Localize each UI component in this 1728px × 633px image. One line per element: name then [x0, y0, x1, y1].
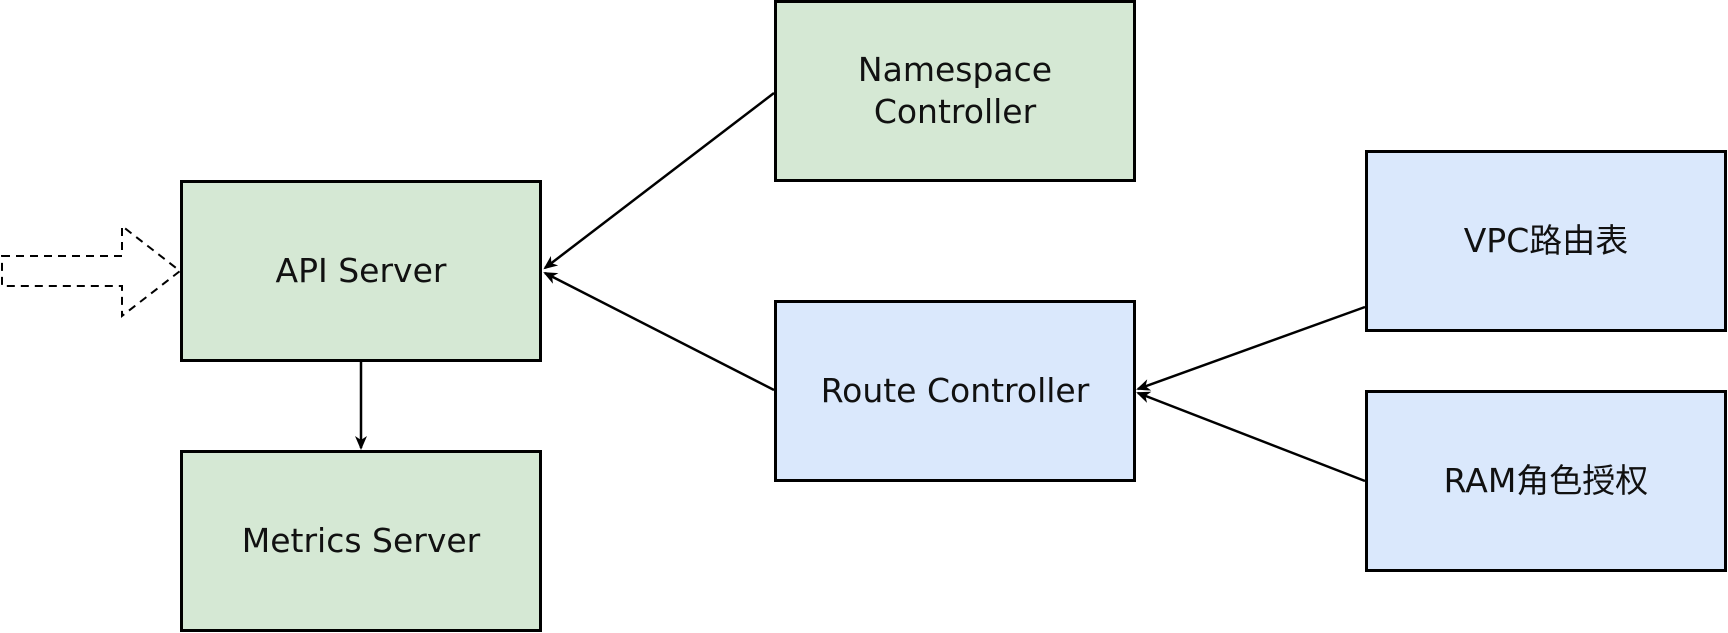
external-input-arrow: [1, 223, 182, 319]
edge-vpc-route-table-to-route-controller: [1136, 305, 1366, 391]
edge-namespace-controller-to-api-server: [543, 92, 775, 270]
ram-role-authorization-label: RAM角色授权: [1443, 461, 1649, 500]
api-server-label: API Server: [275, 251, 447, 290]
api-server-node[interactable]: API Server: [180, 180, 542, 362]
vpc-route-table-label: VPC路由表: [1463, 221, 1629, 260]
edge-route-controller-to-api-server: [543, 271, 775, 392]
metrics-server-node[interactable]: Metrics Server: [180, 450, 542, 632]
route-controller-node[interactable]: Route Controller: [774, 300, 1136, 482]
namespace-controller-label: Namespace Controller: [857, 50, 1053, 131]
namespace-controller-node[interactable]: Namespace Controller: [774, 0, 1136, 182]
metrics-server-label: Metrics Server: [241, 521, 481, 560]
vpc-route-table-node[interactable]: VPC路由表: [1365, 150, 1727, 332]
ram-role-authorization-node[interactable]: RAM角色授权: [1365, 390, 1727, 572]
route-controller-label: Route Controller: [820, 371, 1090, 410]
edge-ram-role-authorization-to-route-controller: [1136, 391, 1366, 483]
